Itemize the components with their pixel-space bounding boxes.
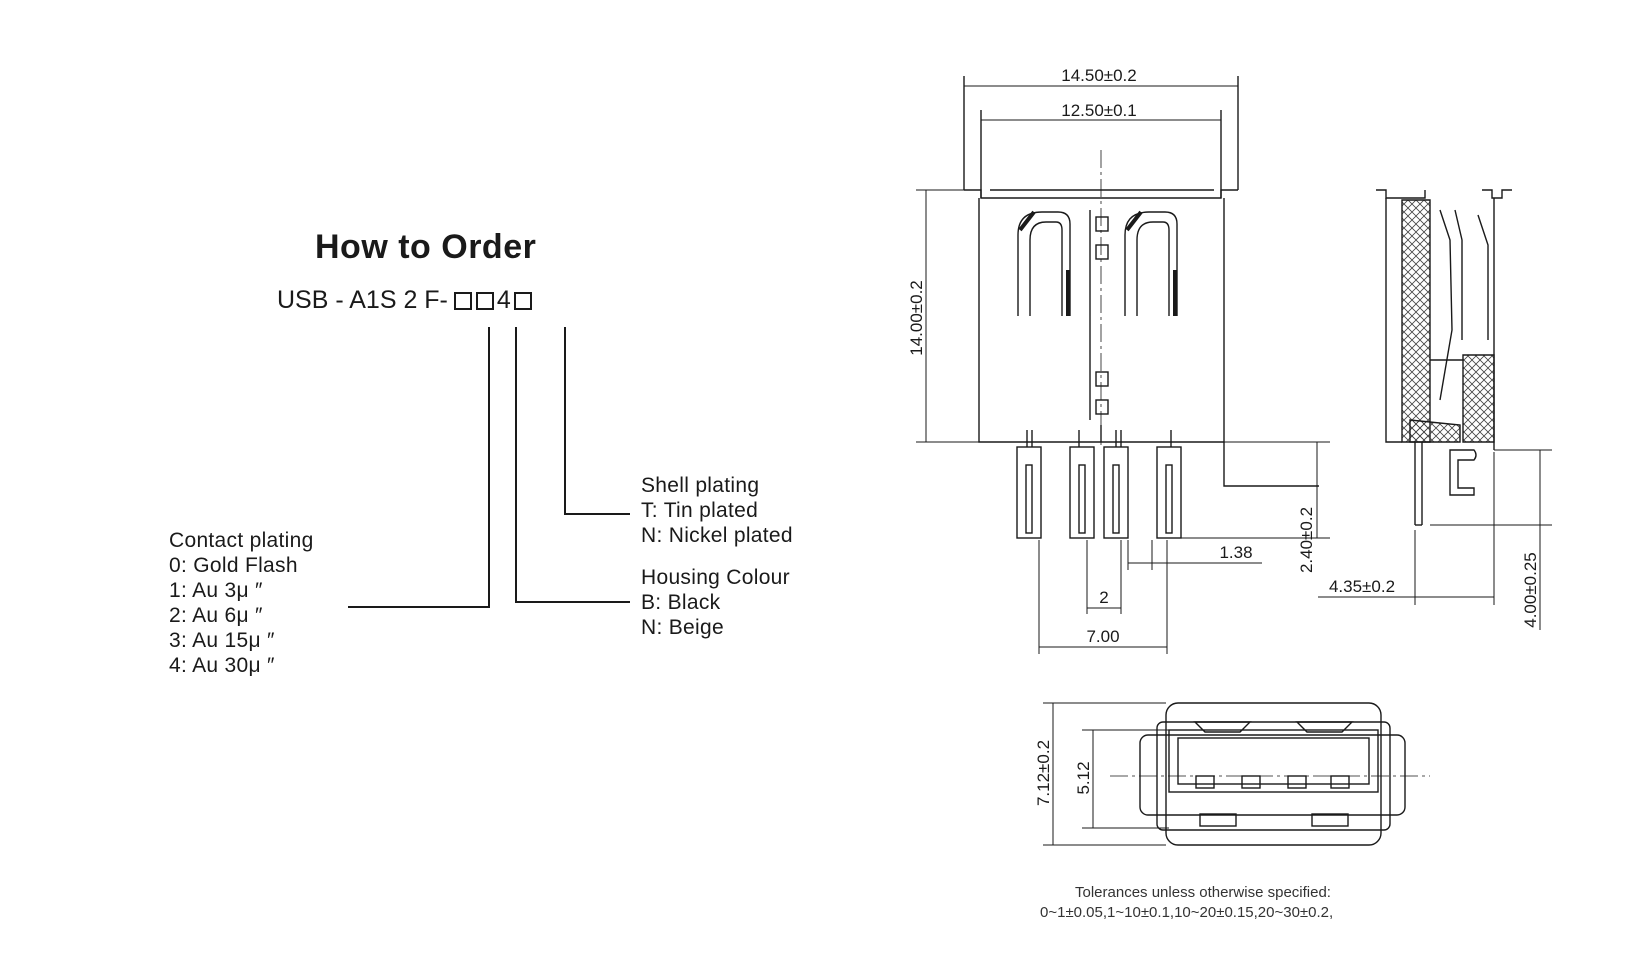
dim-inner-width: 12.50±0.1 xyxy=(1061,101,1137,120)
front-view xyxy=(916,76,1330,654)
tolerances-line-1: Tolerances unless otherwise specified: xyxy=(1075,884,1331,901)
dim-height: 14.00±0.2 xyxy=(907,280,926,356)
contact-plating-option: 3: Au 15μ ″ xyxy=(169,629,275,652)
dim-pin-spacing-small: 1.38 xyxy=(1219,543,1252,562)
dim-overall-width: 14.50±0.2 xyxy=(1061,66,1137,85)
housing-colour-slot xyxy=(475,291,494,310)
dim-side-pin-length: 4.00±0.25 xyxy=(1521,552,1540,628)
shell-plating-group: Shell plating T: Tin plated N: Nickel pl… xyxy=(641,473,793,548)
housing-colour-option: N: Beige xyxy=(641,616,724,639)
side-view xyxy=(1318,189,1552,630)
shell-plating-option: N: Nickel plated xyxy=(641,524,793,547)
contact-plating-option: 0: Gold Flash xyxy=(169,554,298,577)
housing-colour-group: Housing Colour B: Black N: Beige xyxy=(641,565,790,640)
part-fixed-digit: 4 xyxy=(496,286,511,314)
contact-plating-heading: Contact plating xyxy=(169,529,314,552)
contact-plating-option: 4: Au 30μ ″ xyxy=(169,654,275,677)
dim-face-inner-height: 5.12 xyxy=(1074,761,1093,794)
contact-plating-slot xyxy=(453,291,472,310)
dim-face-height: 7.12±0.2 xyxy=(1034,740,1053,806)
tolerances-line-2: 0~1±0.05,1~10±0.1,10~20±0.15,20~30±0.2, xyxy=(1040,904,1334,921)
face-view xyxy=(1043,702,1430,846)
dim-pin-height: 2.40±0.2 xyxy=(1297,507,1316,573)
order-title: How to Order xyxy=(315,228,537,266)
order-leader-lines xyxy=(348,327,630,608)
dim-pin-pitch: 2 xyxy=(1099,588,1108,607)
contact-plating-group: Contact plating 0: Gold Flash 1: Au 3μ ″… xyxy=(169,528,314,678)
contact-plating-option: 2: Au 6μ ″ xyxy=(169,604,263,627)
housing-colour-option: B: Black xyxy=(641,591,721,614)
housing-colour-heading: Housing Colour xyxy=(641,566,790,589)
shell-plating-slot xyxy=(513,291,532,310)
dimension-labels: 14.50±0.2 12.50±0.1 14.00±0.2 2.40±0.2 1… xyxy=(907,66,1540,806)
part-prefix: USB - A1S 2 F- xyxy=(277,286,448,314)
dim-side-depth: 4.35±0.2 xyxy=(1329,577,1395,596)
contact-plating-option: 1: Au 3μ ″ xyxy=(169,579,263,602)
shell-plating-option: T: Tin plated xyxy=(641,499,759,522)
shell-plating-heading: Shell plating xyxy=(641,474,760,497)
dim-pin-span: 7.00 xyxy=(1086,627,1119,646)
part-number: USB - A1S 2 F- 4 xyxy=(277,286,534,315)
